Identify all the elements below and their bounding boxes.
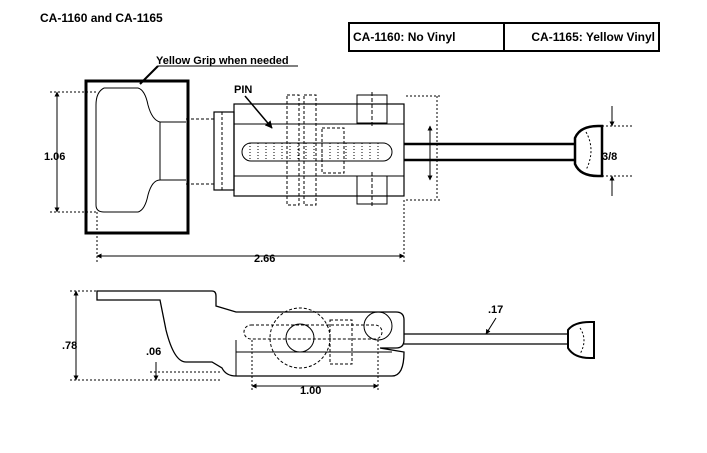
dim-overall-length-label: 2.66 xyxy=(254,253,275,265)
dim-side-height-label: .78 xyxy=(62,340,77,352)
legend-yellow-vinyl: CA-1165: Yellow Vinyl xyxy=(503,24,658,50)
side-lever xyxy=(96,290,405,377)
dim-rod-dia-label: 3/8 xyxy=(602,151,617,163)
pin-label: PIN xyxy=(234,84,252,96)
yellow-grip-box xyxy=(84,79,190,235)
dim-hole-spacing-label: 1.00 xyxy=(300,385,321,397)
drawing-title: CA-1160 and CA-1165 xyxy=(40,11,163,25)
side-end-cap xyxy=(567,321,595,359)
dim-wire-label: .17 xyxy=(488,304,503,316)
dim-grip-height-label: 1.06 xyxy=(44,151,65,163)
rod-end-cap xyxy=(573,124,604,178)
pivot-left xyxy=(285,323,315,353)
top-view xyxy=(50,65,632,262)
wire-leader xyxy=(485,317,497,335)
grip-leader xyxy=(139,65,159,85)
yellow-grip-label: Yellow Grip when needed xyxy=(156,55,289,67)
handle-outline xyxy=(95,87,186,213)
model-legend-table: CA-1160: No Vinyl CA-1165: Yellow Vinyl xyxy=(348,22,660,52)
dim-plate-thickness-label: .06 xyxy=(146,346,161,358)
legend-no-vinyl: CA-1160: No Vinyl xyxy=(353,30,456,44)
bracket-body xyxy=(213,111,235,191)
threaded-rod xyxy=(241,142,393,162)
side-view xyxy=(70,290,595,392)
pin-leader xyxy=(244,95,273,129)
